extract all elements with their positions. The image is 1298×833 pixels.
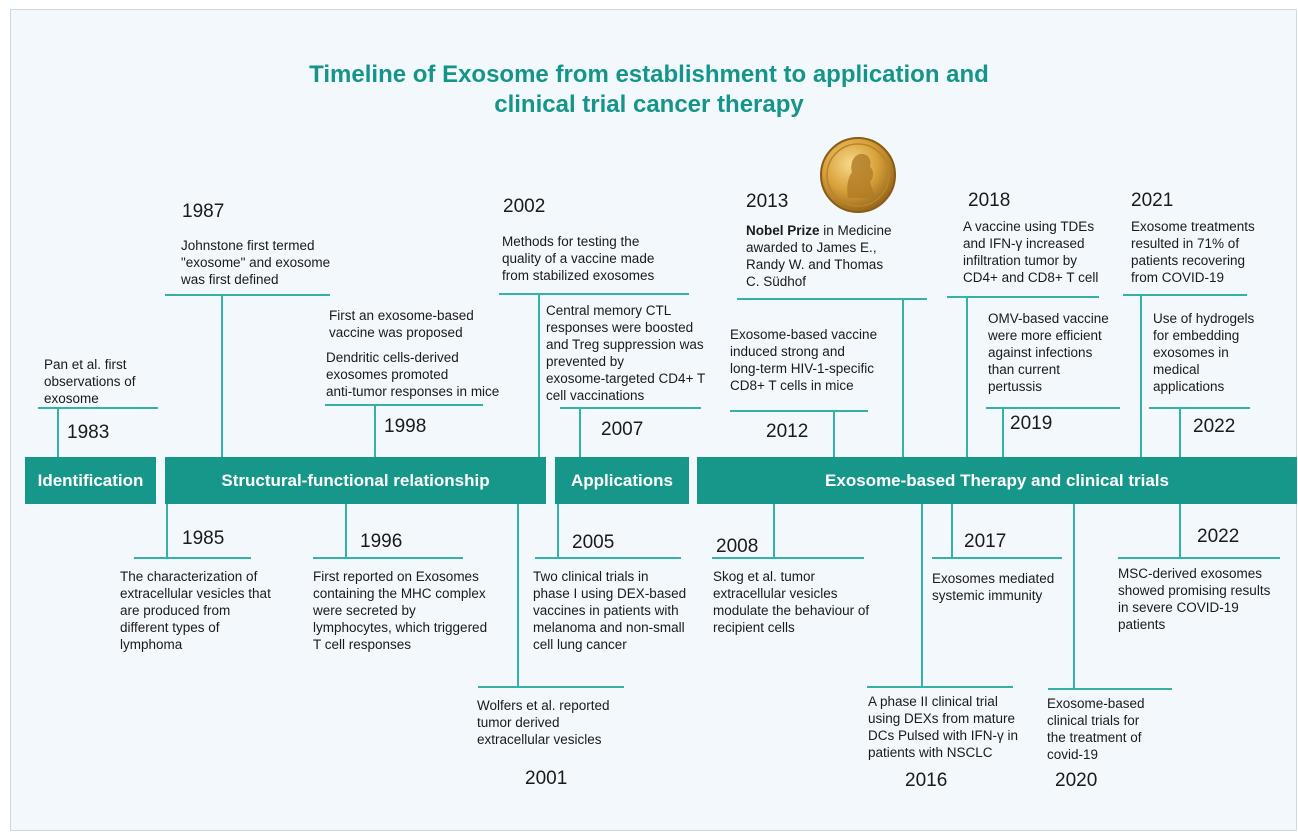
event-1996-year: 1996 [360, 531, 403, 552]
event-2021-year: 2021 [1131, 190, 1174, 211]
event-2005-rule [535, 557, 681, 559]
phase-applications: Applications [555, 457, 689, 504]
event-1998-text: First an exosome-based vaccine was propo… [329, 308, 474, 340]
event-2001-rule [478, 686, 624, 688]
phase-identification: Identification [25, 457, 156, 504]
event-2013-rule [737, 298, 927, 300]
event-1998-text-2: Dendritic cells-derived exosomes promote… [326, 350, 500, 399]
event-2019-year: 2019 [1010, 413, 1053, 434]
event-2022b-year: 2022 [1197, 526, 1240, 547]
event-2008-text: Skog et al. tumor extracellular vesicles… [713, 569, 870, 635]
event-1983-rule [38, 407, 158, 409]
event-2021-rule [1123, 294, 1247, 296]
event-1985-year: 1985 [182, 528, 225, 549]
event-2022a-rule [1149, 407, 1250, 409]
event-2013-body: in Medicine awarded to James E., Randy W… [746, 223, 892, 289]
event-2002-rule [499, 293, 689, 295]
event-2016-year: 2016 [905, 770, 948, 791]
event-1998-year: 1998 [384, 416, 427, 437]
event-1987-rule [165, 294, 330, 296]
event-2019-rule [986, 407, 1120, 409]
phase-structural-functional: Structural-functional relationship [165, 457, 546, 504]
event-2022b-rule [1118, 557, 1280, 559]
phase-therapy-clinical-trials: Exosome-based Therapy and clinical trial… [697, 457, 1297, 504]
diagram-frame [10, 9, 1297, 831]
event-2013-connector [902, 298, 904, 457]
event-1985-connector [166, 504, 168, 558]
event-2021-connector [1140, 294, 1142, 457]
event-2017-connector [951, 504, 953, 558]
event-1983-year: 1983 [67, 422, 110, 443]
event-2005-text: Two clinical trials in phase I using DEX… [533, 569, 687, 652]
event-1983-text: Pan et al. first observations of exosome [44, 357, 136, 406]
event-1987-connector [221, 294, 223, 457]
event-2019-connector [1002, 407, 1004, 457]
event-1996-connector [345, 504, 347, 558]
event-2018-year: 2018 [968, 190, 1011, 211]
diagram-title-line2: clinical trial cancer therapy [494, 91, 804, 118]
event-2007-text: Central memory CTL responses were booste… [546, 303, 706, 403]
event-2020-text: Exosome-based clinical trials for the tr… [1047, 696, 1145, 762]
event-2005-connector [557, 504, 559, 558]
event-2020-connector [1073, 504, 1075, 689]
event-1985-text: The characterization of extracellular ve… [120, 569, 271, 652]
event-2012-connector [833, 410, 835, 457]
event-2008-rule [712, 557, 864, 559]
event-2001-text: Wolfers et al. reported tumor derived ex… [477, 698, 610, 747]
event-2018-rule [947, 296, 1099, 298]
event-2022a-year: 2022 [1193, 416, 1236, 437]
event-2002-year: 2002 [503, 196, 546, 217]
event-2021-text: Exosome treatments resulted in 71% of pa… [1131, 219, 1255, 285]
event-1985-rule [134, 557, 251, 559]
diagram-title-line1: Timeline of Exosome from establishment t… [309, 61, 989, 88]
event-1996-text: First reported on Exosomes containing th… [313, 569, 488, 652]
event-2016-rule [867, 686, 1013, 688]
event-1987-year: 1987 [182, 201, 225, 222]
event-2022b-text: MSC-derived exosomes showed promising re… [1118, 566, 1271, 632]
event-2020-year: 2020 [1055, 770, 1098, 791]
event-2016-connector [921, 504, 923, 687]
event-2012-year: 2012 [766, 421, 809, 442]
event-2022a-connector [1179, 407, 1181, 457]
event-2002-connector [538, 293, 540, 457]
event-2013-bold: Nobel Prize [746, 223, 820, 238]
event-2005-year: 2005 [572, 532, 615, 553]
event-2008-connector [773, 504, 775, 558]
event-2007-connector [579, 407, 581, 457]
event-2002-text: Methods for testing the quality of a vac… [502, 234, 655, 283]
event-2017-year: 2017 [964, 531, 1007, 552]
event-2019-text: OMV-based vaccine were more efficient ag… [988, 311, 1109, 394]
event-2001-connector [517, 504, 519, 687]
event-2007-year: 2007 [601, 419, 644, 440]
event-2017-text: Exosomes mediated systemic immunity [932, 571, 1055, 603]
event-2013-text: Nobel Prize in Medicine awarded to James… [746, 222, 892, 290]
event-2007-rule [560, 407, 701, 409]
event-1998-rule [325, 404, 483, 406]
event-2016-text: A phase II clinical trial using DEXs fro… [868, 694, 1019, 760]
event-1998-connector [374, 404, 376, 457]
nobel-medal-icon [820, 137, 896, 213]
event-2020-rule [1048, 688, 1172, 690]
event-2013-year: 2013 [746, 191, 789, 212]
event-2018-connector [966, 296, 968, 457]
event-2008-year: 2008 [716, 536, 759, 557]
event-2018-text: A vaccine using TDEs and IFN-γ increased… [963, 219, 1099, 285]
event-2022b-connector [1179, 504, 1181, 558]
event-1983-connector [57, 407, 59, 457]
event-2022a-text: Use of hydrogels for embedding exosomes … [1153, 311, 1255, 394]
event-2001-year: 2001 [525, 768, 568, 789]
event-2012-text: Exosome-based vaccine induced strong and… [730, 327, 878, 393]
event-1996-rule [313, 557, 463, 559]
event-2017-rule [932, 557, 1062, 559]
event-2012-rule [730, 410, 868, 412]
event-1987-text: Johnstone first termed "exosome" and exo… [181, 238, 331, 287]
